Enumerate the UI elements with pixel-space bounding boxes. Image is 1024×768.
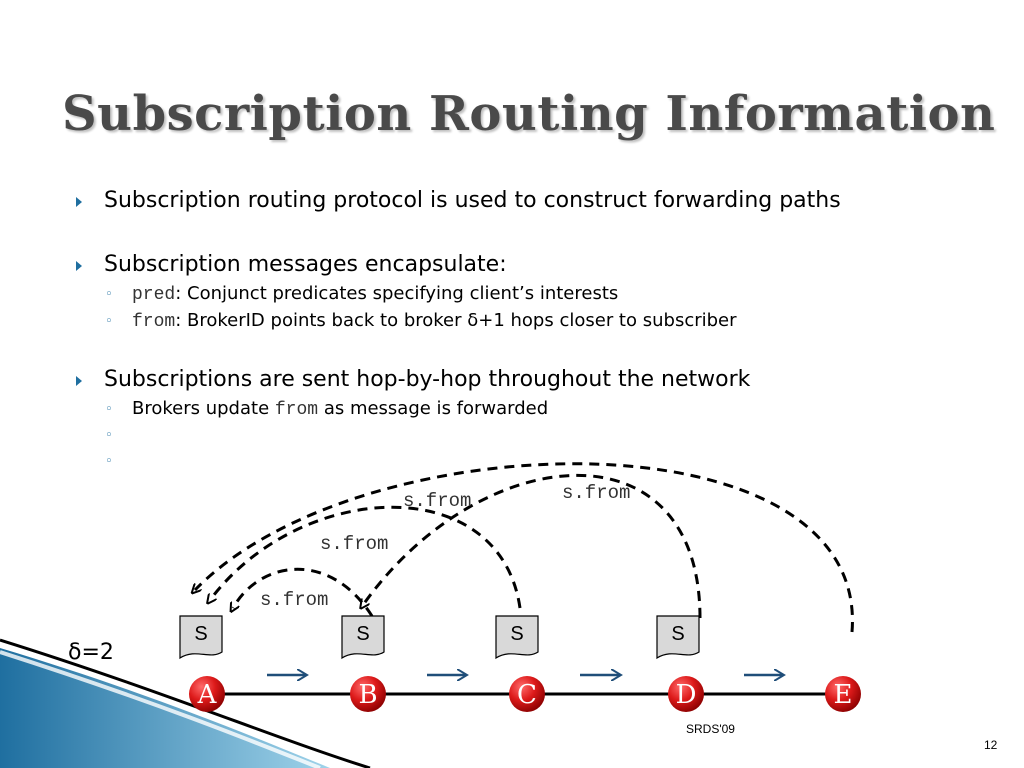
arc-c-to-a — [210, 507, 520, 608]
svg-text:S: S — [194, 623, 207, 645]
broker-node-c: C — [509, 676, 545, 712]
from-label: s.from — [403, 490, 471, 512]
svg-text:B: B — [358, 680, 377, 710]
svg-text:D: D — [676, 680, 697, 710]
slide-number: 12 — [984, 738, 997, 752]
broker-node-a: A — [189, 676, 225, 712]
svg-text:S: S — [510, 623, 523, 645]
svg-text:C: C — [517, 680, 537, 710]
subscription-doc-icon: S — [342, 616, 384, 658]
svg-text:S: S — [671, 623, 684, 645]
footer-conference: SRDS'09 — [686, 722, 735, 736]
svg-text:A: A — [197, 680, 218, 710]
from-label: s.from — [260, 589, 328, 611]
broker-node-e: E — [825, 676, 861, 712]
broker-node-b: B — [350, 676, 386, 712]
back-arrow-icon — [266, 711, 308, 725]
subscription-doc-icon: S — [180, 616, 222, 658]
delta-label: δ=2 — [68, 640, 114, 665]
subscription-doc-icon: S — [496, 616, 538, 658]
subscription-doc-icon: S — [657, 616, 699, 658]
from-label: s.from — [562, 482, 630, 504]
svg-text:S: S — [356, 623, 369, 645]
broker-node-d: D — [668, 676, 704, 712]
from-label: s.from — [320, 533, 388, 555]
svg-text:E: E — [834, 680, 853, 710]
